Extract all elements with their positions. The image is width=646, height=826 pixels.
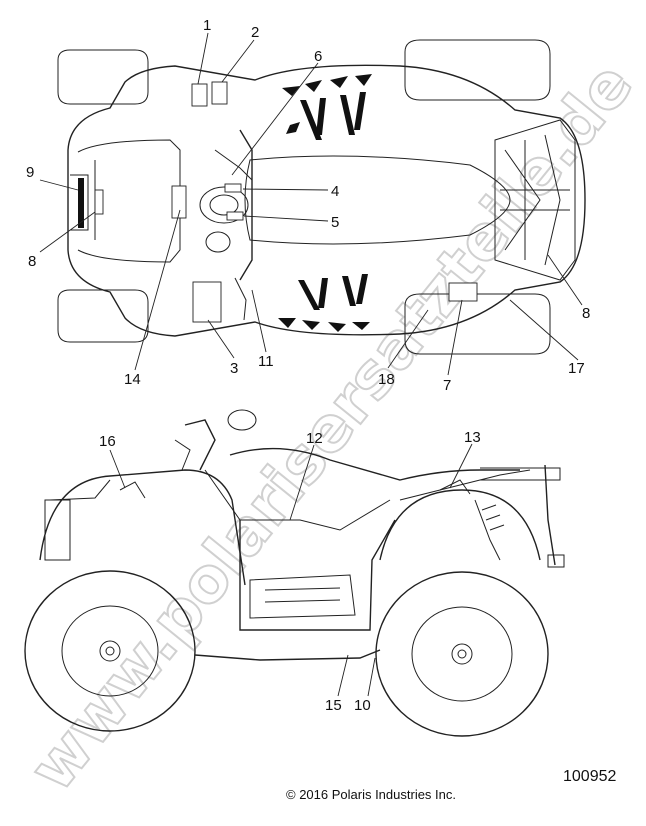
callout-9: 9 — [26, 164, 34, 181]
callout-10: 10 — [354, 697, 371, 714]
callout-1: 1 — [203, 17, 211, 34]
callout-15: 15 — [325, 697, 342, 714]
callout-17: 17 — [568, 360, 585, 377]
callout-4: 4 — [331, 183, 339, 200]
callout-2: 2 — [251, 24, 259, 41]
callout-8-front: 8 — [28, 253, 36, 270]
callout-14: 14 — [124, 371, 141, 388]
leader-lines — [39, 32, 583, 697]
callout-7: 7 — [443, 377, 451, 394]
figure-number: 100952 — [563, 768, 616, 785]
callout-18: 18 — [378, 371, 395, 388]
callout-11: 11 — [258, 353, 274, 370]
callout-16: 16 — [99, 433, 116, 450]
callout-3: 3 — [230, 360, 238, 377]
callout-5: 5 — [331, 214, 339, 231]
callout-8-rear: 8 — [582, 305, 590, 322]
side-view-atv — [24, 409, 565, 737]
callout-13: 13 — [464, 429, 481, 446]
copyright-text: © 2016 Polaris Industries Inc. — [286, 787, 456, 802]
callout-12: 12 — [306, 430, 323, 447]
callout-6: 6 — [314, 48, 322, 65]
top-view-atv — [57, 39, 586, 355]
